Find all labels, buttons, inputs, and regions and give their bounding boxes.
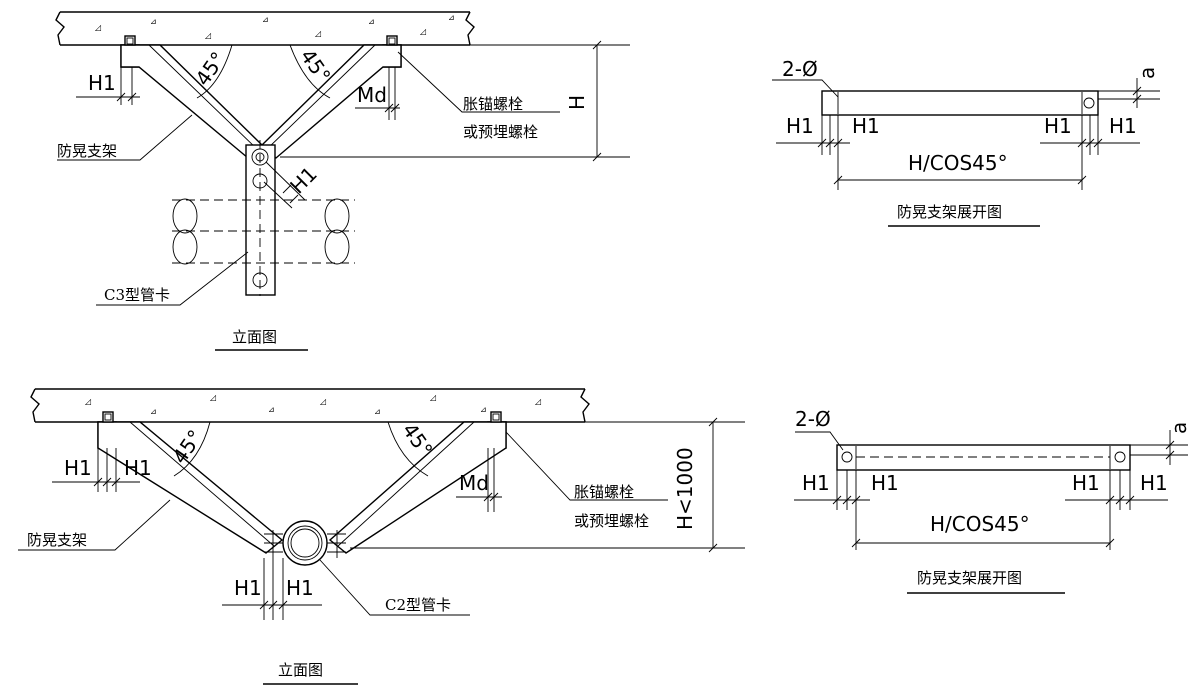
bottom-unfold-view: 2-Ø a H1 H1 H1 H1 (794, 407, 1191, 594)
svg-text:H1: H1 (852, 114, 880, 138)
svg-text:2-Ø: 2-Ø (782, 57, 818, 81)
svg-text:H1: H1 (802, 471, 830, 495)
top-brace-left (120, 35, 264, 159)
svg-text:H1: H1 (64, 456, 92, 480)
top-angle-left-arc (196, 44, 233, 99)
top-angle-right-arc (289, 44, 331, 99)
svg-text:防晃支架: 防晃支架 (57, 142, 117, 160)
svg-text:Md: Md (357, 83, 387, 107)
svg-text:H<1000: H<1000 (673, 447, 697, 530)
top-h1-dim: H1 (76, 67, 140, 105)
svg-text:H1: H1 (1109, 114, 1137, 138)
bottom-bolt-leader: 胀锚螺栓 或预埋螺栓 (505, 431, 668, 530)
svg-text:◿: ◿ (534, 397, 541, 406)
svg-text:⊿: ⊿ (374, 407, 381, 416)
bottom-h1-clamp-dims: H1 H1 (222, 558, 322, 620)
svg-text:◿: ◿ (429, 393, 436, 402)
bottom-angle-left-arc (173, 421, 211, 477)
bottom-unfold-a-dim: a (1130, 422, 1191, 465)
svg-text:⊿: ⊿ (480, 405, 487, 414)
top-unfold-view: 2-Ø a H1 H1 H1 H1 (772, 57, 1160, 227)
svg-text:H/COS45°: H/COS45° (908, 151, 1008, 175)
svg-text:⊿: ⊿ (262, 15, 269, 24)
bottom-elevation: ◿ ⊿ ◿ ⊿ ◿ ⊿ ◿ ⊿ ◿ (18, 388, 745, 685)
top-h-dim: H (280, 40, 630, 162)
bottom-unfold-holes: 2-Ø (795, 407, 844, 451)
svg-text:⊿: ⊿ (368, 17, 375, 26)
top-title: 立面图 (215, 328, 308, 351)
svg-text:⊿: ⊿ (150, 407, 157, 416)
svg-text:立面图: 立面图 (232, 328, 277, 346)
svg-text:◿: ◿ (84, 397, 91, 406)
top-clamp-leader: C3型管卡 (96, 251, 249, 306)
bottom-brace-leader: 防晃支架 (18, 499, 171, 551)
bottom-md-dim: Md (456, 448, 502, 512)
bottom-brace-right (328, 411, 507, 554)
svg-text:防晃支架展开图: 防晃支架展开图 (917, 569, 1022, 587)
svg-text:或预埋螺栓: 或预埋螺栓 (463, 123, 538, 141)
svg-text:◿: ◿ (204, 31, 211, 40)
svg-text:2-Ø: 2-Ø (795, 407, 831, 431)
svg-text:⊿: ⊿ (150, 17, 157, 26)
top-unfold-a-dim: a (1098, 67, 1160, 108)
top-pipe (172, 198, 355, 265)
svg-text:⊿: ⊿ (268, 405, 275, 414)
svg-text:H1: H1 (124, 456, 152, 480)
top-md-dim: Md (355, 67, 400, 120)
svg-text:C3型管卡: C3型管卡 (104, 286, 170, 304)
bottom-c2-clamp (264, 520, 346, 566)
svg-text:a: a (1167, 422, 1191, 434)
bottom-h1-left-dims: H1 H1 (52, 448, 152, 492)
bottom-title: 立面图 (263, 661, 358, 685)
svg-text:C2型管卡: C2型管卡 (385, 596, 451, 614)
bottom-brace-left (97, 411, 284, 554)
svg-text:防晃支架: 防晃支架 (27, 531, 87, 549)
top-unfold-holes: 2-Ø (772, 57, 839, 98)
svg-text:或预埋螺栓: 或预埋螺栓 (574, 512, 649, 530)
svg-text:H1: H1 (1140, 471, 1168, 495)
svg-text:H1: H1 (234, 576, 262, 600)
svg-text:H/COS45°: H/COS45° (930, 512, 1030, 536)
svg-text:胀锚螺栓: 胀锚螺栓 (463, 95, 523, 113)
bottom-clamp-leader: C2型管卡 (319, 559, 470, 616)
svg-text:◿: ◿ (314, 29, 321, 38)
top-unfold-title: 防晃支架展开图 (888, 203, 1040, 227)
top-concrete-slab: ◿ ⊿ ◿ ⊿ ◿ ⊿ ◿ ⊿ (55, 11, 475, 46)
svg-text:◿: ◿ (209, 393, 216, 402)
svg-text:◿: ◿ (94, 23, 101, 32)
svg-text:H1: H1 (286, 576, 314, 600)
top-c3-clamp-plate (245, 140, 276, 296)
top-unfold-length-dim: H/COS45° (833, 151, 1087, 185)
svg-text:H1: H1 (786, 114, 814, 138)
bottom-unfold-title: 防晃支架展开图 (907, 569, 1065, 594)
svg-text:⊿: ⊿ (448, 13, 455, 22)
top-brace-leader: 防晃支架 (57, 114, 193, 161)
svg-text:◿: ◿ (419, 27, 426, 36)
svg-text:Md: Md (459, 471, 489, 495)
svg-text:a: a (1135, 67, 1159, 79)
bottom-h-dim: H<1000 (350, 417, 745, 553)
top-brace-right (260, 35, 402, 159)
svg-text:防晃支架展开图: 防晃支架展开图 (897, 203, 1002, 221)
svg-text:H1: H1 (285, 162, 322, 199)
bottom-unfold-length-dim: H/COS45° (851, 512, 1115, 548)
svg-text:H1: H1 (871, 471, 899, 495)
svg-text:H1: H1 (88, 71, 116, 95)
bottom-unfold-h1-dims: H1 H1 H1 H1 (794, 470, 1168, 550)
top-elevation: ◿ ⊿ ◿ ⊿ ◿ ⊿ ◿ ⊿ (55, 11, 630, 351)
top-bolt-leader: 胀锚螺栓 或预埋螺栓 (397, 51, 560, 141)
svg-text:H1: H1 (1072, 471, 1100, 495)
svg-text:立面图: 立面图 (278, 661, 323, 679)
svg-text:◿: ◿ (319, 397, 326, 406)
svg-text:胀锚螺栓: 胀锚螺栓 (574, 483, 634, 501)
svg-text:H: H (565, 95, 589, 110)
top-unfold-h1-dims: H1 H1 H1 H1 (776, 114, 1140, 190)
bottom-angle-right-arc (387, 421, 429, 477)
bottom-concrete-slab: ◿ ⊿ ◿ ⊿ ◿ ⊿ ◿ ⊿ ◿ (30, 388, 590, 423)
svg-text:H1: H1 (1044, 114, 1072, 138)
